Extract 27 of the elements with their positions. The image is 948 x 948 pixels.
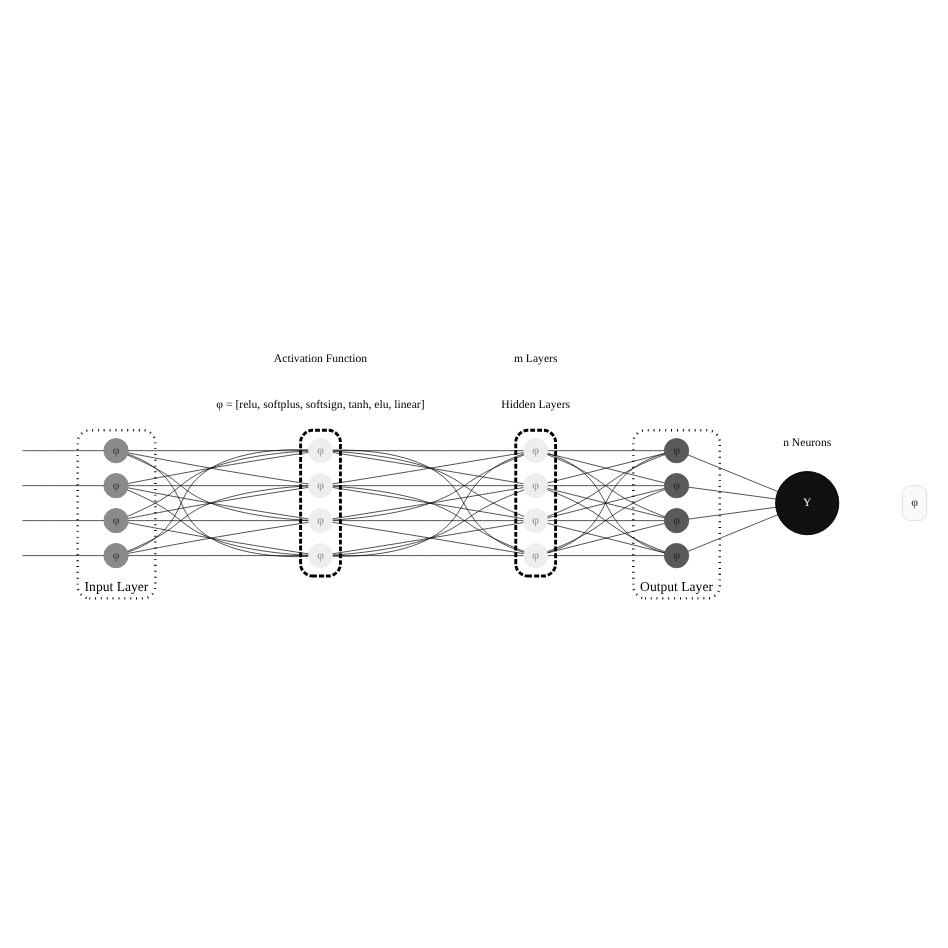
connector xyxy=(332,452,524,485)
connector xyxy=(547,523,665,554)
connector xyxy=(688,506,777,520)
connector xyxy=(127,450,309,452)
connector xyxy=(127,555,309,556)
connector xyxy=(22,555,104,556)
connector xyxy=(332,520,524,521)
connector xyxy=(22,450,104,452)
connector xyxy=(127,485,309,486)
connector xyxy=(332,485,524,486)
connector xyxy=(332,487,524,520)
connector xyxy=(332,522,524,555)
connector xyxy=(547,488,665,519)
connector xyxy=(547,555,665,556)
connector xyxy=(547,453,665,484)
connector xyxy=(127,520,309,521)
cluster xyxy=(514,428,558,578)
connector xyxy=(332,555,524,556)
connector xyxy=(687,514,779,552)
connector xyxy=(547,520,665,521)
connector xyxy=(22,520,104,521)
connector xyxy=(687,454,779,492)
connector xyxy=(547,450,665,452)
cluster xyxy=(299,428,342,578)
connector xyxy=(688,486,777,500)
connector xyxy=(22,485,104,486)
connector xyxy=(547,485,665,486)
